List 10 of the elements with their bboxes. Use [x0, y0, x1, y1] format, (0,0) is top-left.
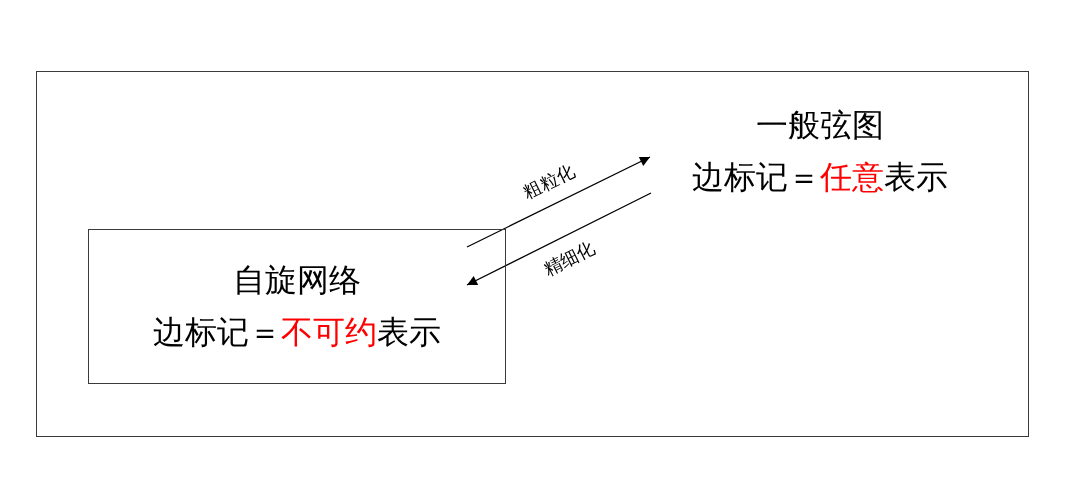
- edge-label: 精细化: [540, 237, 598, 280]
- arrow: [466, 192, 652, 286]
- description-text: 边标记＝任意表示: [691, 157, 948, 197]
- heading-text: 自旋网络: [232, 261, 361, 300]
- inner-box: [87, 228, 506, 384]
- outer-box: [36, 71, 1029, 437]
- edge-label: 粗粒化: [520, 161, 578, 204]
- description-text: 边标记＝不可约表示: [152, 313, 441, 352]
- heading-text: 一般弦图: [755, 105, 884, 145]
- arrow: [466, 156, 651, 248]
